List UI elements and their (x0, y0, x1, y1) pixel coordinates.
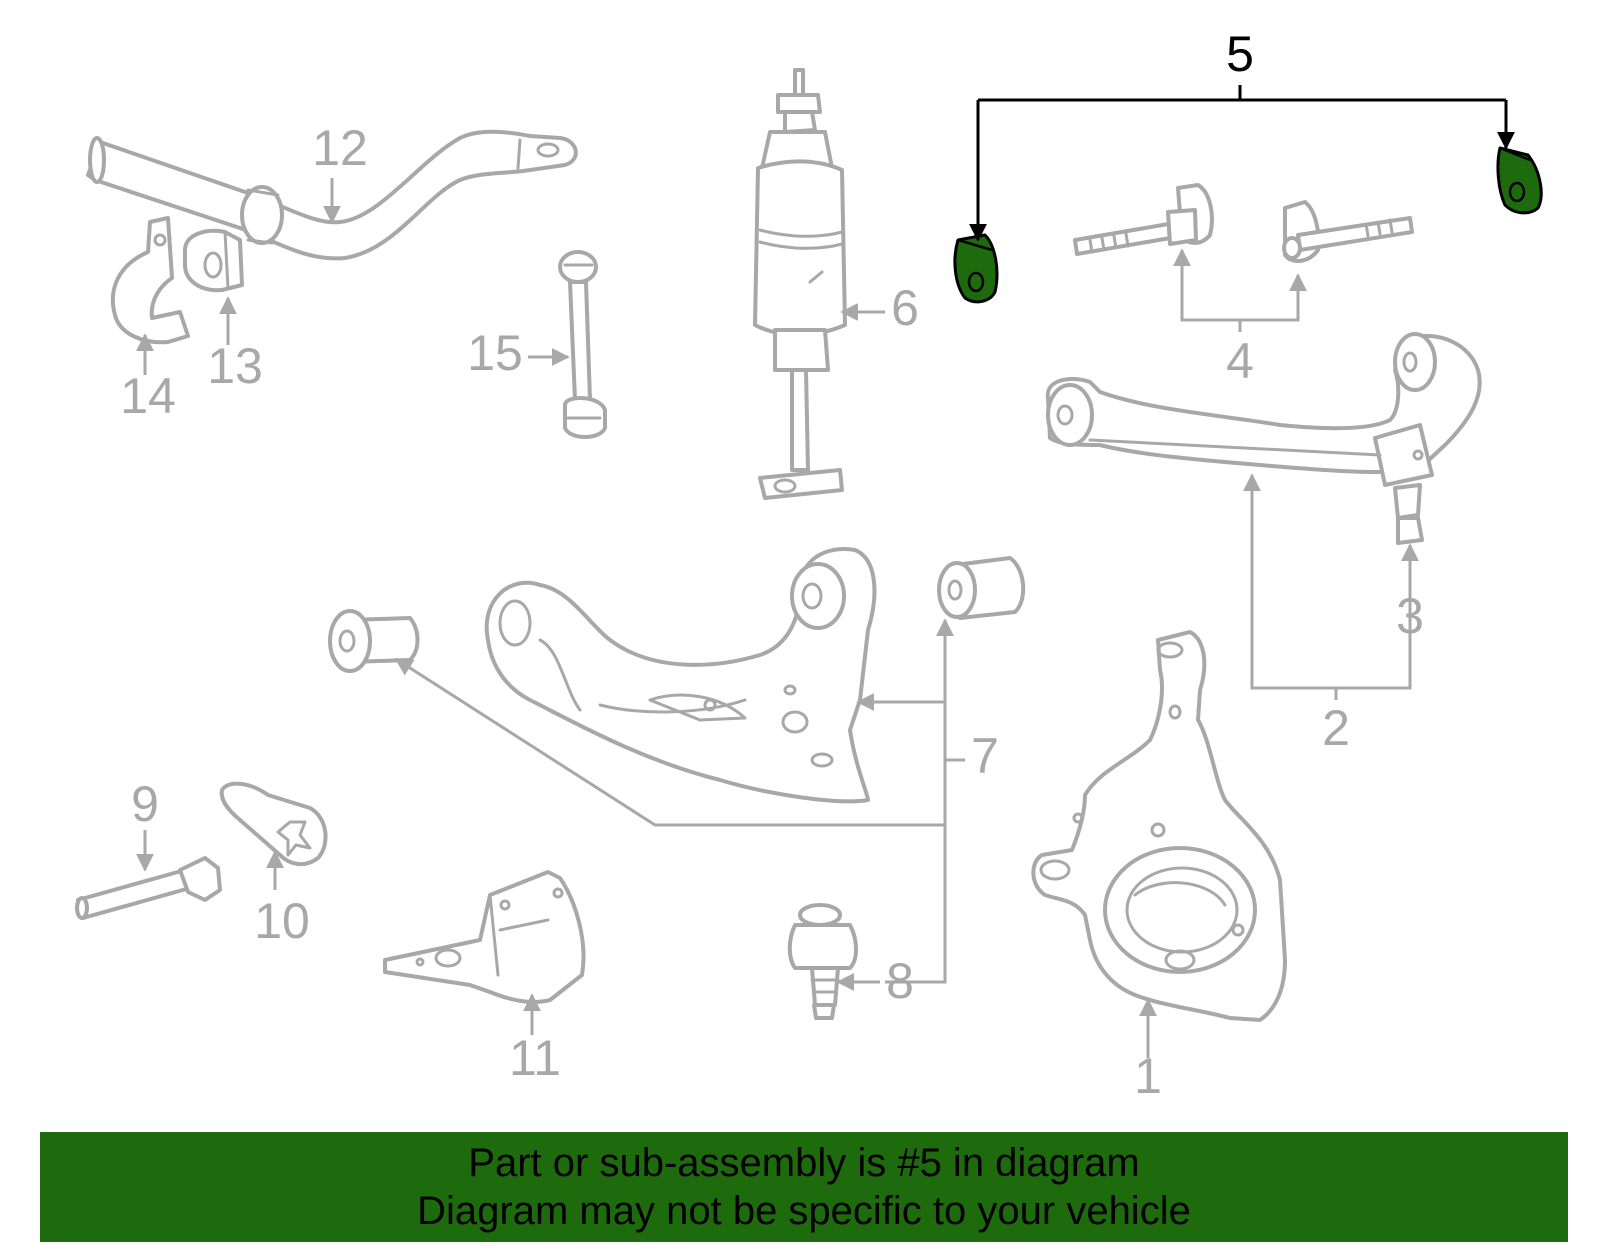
callout-10[interactable]: 10 (254, 893, 310, 949)
part-5-cam-adjuster-left[interactable] (953, 233, 999, 304)
callout-labels: 1 2 3 4 5 6 7 8 9 10 11 12 13 14 15 (120, 26, 1424, 1104)
callout-9[interactable]: 9 (131, 776, 159, 832)
callout-8[interactable]: 8 (886, 953, 914, 1009)
part-2-upper-control-arm[interactable] (1045, 332, 1482, 487)
part-13-bushing[interactable] (183, 229, 244, 293)
part-4-cam-bolt-left[interactable] (1073, 183, 1214, 256)
callout-13[interactable]: 13 (207, 338, 263, 394)
callout-15[interactable]: 15 (467, 325, 523, 381)
callout-14[interactable]: 14 (120, 368, 176, 424)
callout-4[interactable]: 4 (1226, 333, 1254, 389)
leader-4 (1173, 248, 1240, 322)
part-7-bushing-right[interactable] (937, 556, 1026, 620)
leader-2 (1243, 473, 1336, 690)
part-5-cam-adjuster-right[interactable] (1496, 146, 1543, 215)
callout-7[interactable]: 7 (971, 728, 999, 784)
part-3-ball-joint[interactable] (1393, 483, 1424, 545)
callout-6[interactable]: 6 (891, 280, 919, 336)
callout-3[interactable]: 3 (1396, 588, 1424, 644)
callout-5[interactable]: 5 (1226, 26, 1254, 82)
banner-line-disclaimer: Diagram may not be specific to your vehi… (417, 1189, 1191, 1233)
leader-lines (136, 85, 1515, 1058)
part-7-bushing-left[interactable] (328, 609, 420, 673)
info-banner: Part or sub-assembly is #5 in diagram Di… (40, 1132, 1568, 1242)
callout-11[interactable]: 11 (509, 1030, 561, 1086)
part-4-cam-bolt-right[interactable] (1282, 200, 1414, 263)
part-1-steering-knuckle[interactable] (1031, 630, 1287, 1022)
callout-12[interactable]: 12 (312, 120, 368, 176)
part-15-stabilizer-link[interactable] (558, 250, 607, 439)
part-11-bracket[interactable] (383, 870, 586, 1004)
callout-2[interactable]: 2 (1322, 700, 1350, 756)
leader-3 (1336, 543, 1419, 690)
part-14-bracket[interactable] (110, 216, 190, 345)
callout-1[interactable]: 1 (1134, 1048, 1162, 1104)
part-6-shock-absorber[interactable] (753, 68, 847, 500)
banner-line-part-info: Part or sub-assembly is #5 in diagram (468, 1141, 1140, 1185)
part-7-lower-control-arm[interactable] (484, 547, 877, 804)
part-9-bolt[interactable] (75, 856, 222, 920)
part-8-lower-ball-joint[interactable] (787, 903, 858, 1020)
leader-8 (885, 825, 947, 984)
part-10-cam[interactable] (219, 781, 328, 867)
